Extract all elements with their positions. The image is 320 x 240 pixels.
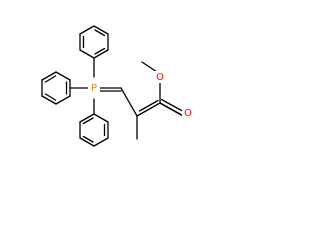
- ester-oxygen-atom: O: [154, 71, 166, 83]
- chemical-structure: P O O: [41, 25, 194, 147]
- carbonyl-double-bond: [159, 98, 183, 115]
- ester-oxygen-label: O: [156, 72, 164, 83]
- ch-to-c3-bond: [120, 87, 138, 117]
- carbonyl-oxygen-atom: O: [182, 107, 194, 119]
- bottom-phenyl-ring: [79, 113, 109, 147]
- carbonyl-oxygen-label: O: [184, 108, 192, 119]
- ester-oxygen-to-methyl-bond: [141, 61, 158, 73]
- top-phenyl-ring: [79, 25, 109, 59]
- left-phenyl-ring: [41, 71, 71, 105]
- phosphorus-atom: P: [88, 82, 100, 94]
- ylide-double-bond: [99, 87, 122, 92]
- phosphorus-label: P: [91, 83, 97, 94]
- alkene-double-bond: [136, 99, 161, 117]
